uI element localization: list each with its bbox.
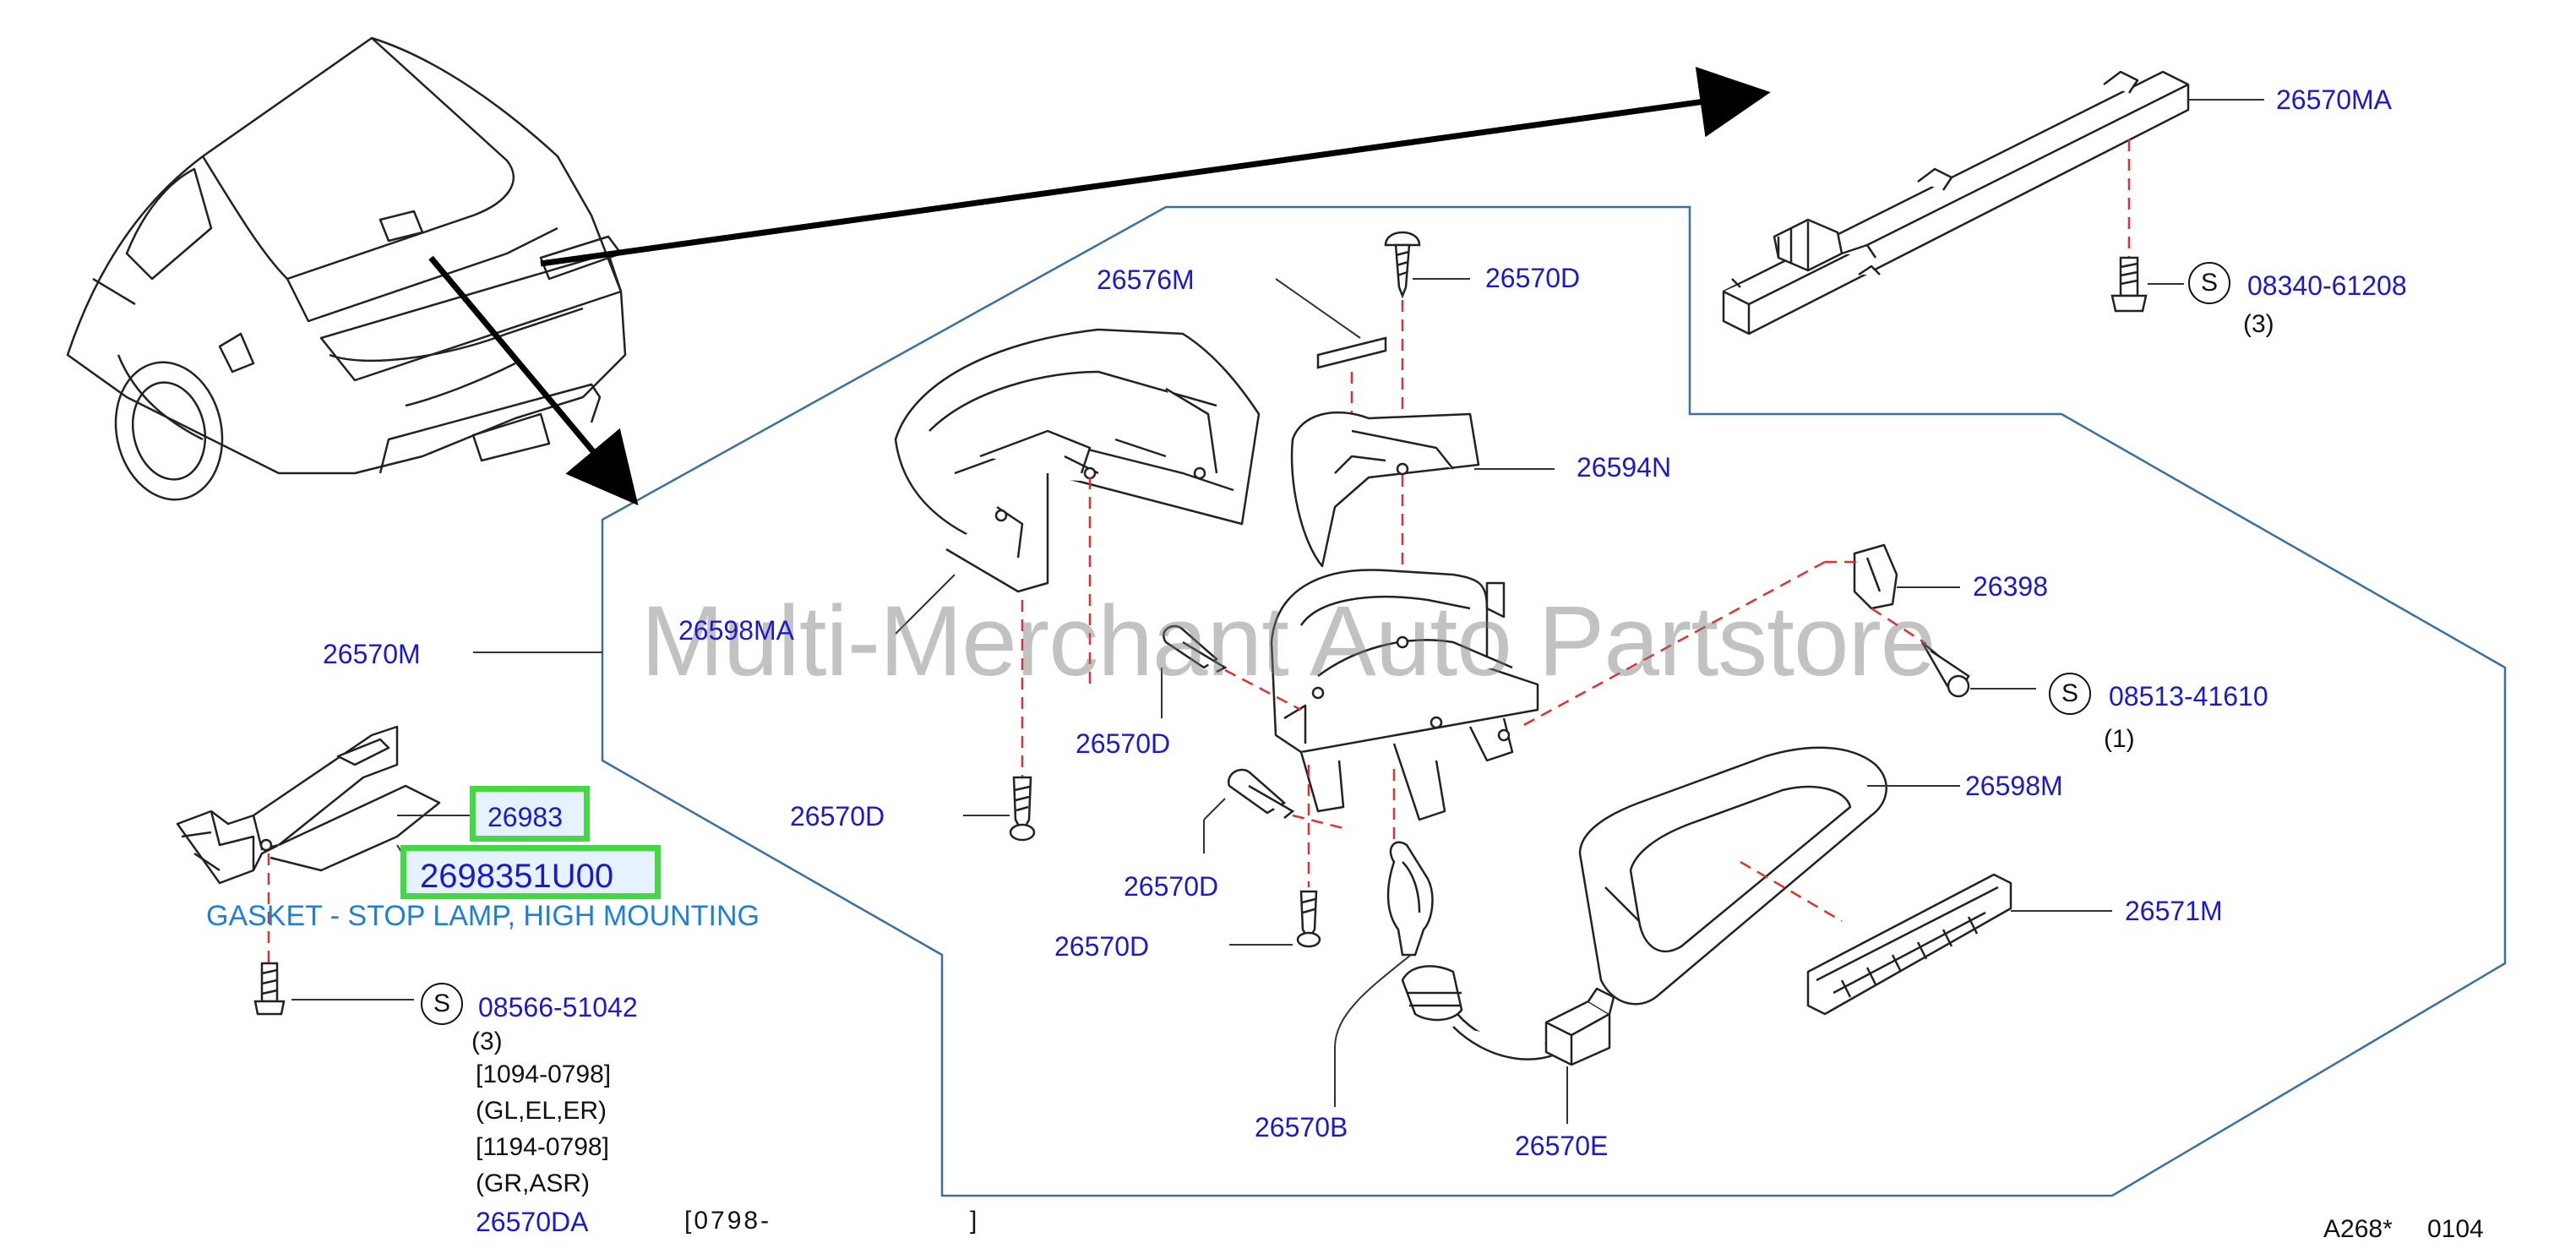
bolt-08566-51042 bbox=[253, 962, 286, 1016]
lens-26571M bbox=[1806, 873, 2012, 1016]
note-range-open: [0798- bbox=[684, 1207, 772, 1235]
screw-08340-61208 bbox=[2110, 256, 2148, 313]
diagram-date: 0104 bbox=[2427, 1215, 2484, 1243]
gasket-bracket bbox=[176, 725, 441, 885]
screw-26570D-low bbox=[1227, 768, 1295, 819]
highlight-26983[interactable]: 26983 bbox=[470, 786, 590, 842]
label-26598M[interactable]: 26598M bbox=[1965, 771, 2063, 801]
label-26570DA[interactable]: 26570DA bbox=[476, 1207, 589, 1237]
label-26576M[interactable]: 26576M bbox=[1097, 264, 1195, 295]
label-08566-51042[interactable]: 08566-51042 bbox=[478, 992, 638, 1022]
s-badge-08566: S bbox=[421, 983, 463, 1025]
watermark: Multi-Merchant Auto Partstore bbox=[640, 586, 1936, 697]
label-26570M[interactable]: 26570M bbox=[323, 639, 421, 669]
label-26398[interactable]: 26398 bbox=[1973, 571, 2048, 602]
highlight-description: GASKET - STOP LAMP, HIGH MOUNTING bbox=[206, 900, 760, 932]
pad-26576M bbox=[1316, 336, 1387, 369]
label-2698351U00[interactable]: 2698351U00 bbox=[420, 858, 614, 895]
label-26570D-top[interactable]: 26570D bbox=[1485, 263, 1581, 293]
arrow-to-assembly bbox=[428, 255, 639, 506]
note-range-close: ] bbox=[970, 1207, 978, 1235]
dash-26570D-mid bbox=[1224, 668, 1302, 712]
label-26570MA[interactable]: 26570MA bbox=[2276, 85, 2392, 115]
bulb bbox=[1386, 841, 1434, 957]
label-26570D-bottom[interactable]: 26570D bbox=[1054, 931, 1150, 962]
screw-26570D-bottom bbox=[1296, 890, 1321, 948]
s-badge-08513: S bbox=[2049, 673, 2091, 715]
label-26570D-low[interactable]: 26570D bbox=[1124, 871, 1219, 902]
dash-26598M bbox=[1740, 860, 1843, 923]
highlight-2698351U00[interactable]: 2698351U00 bbox=[400, 845, 661, 899]
label-26570E[interactable]: 26570E bbox=[1515, 1131, 1609, 1161]
s-badge-08340: S bbox=[2188, 262, 2230, 304]
socket-harness bbox=[1401, 965, 1615, 1066]
dash-08513 bbox=[1871, 607, 1927, 646]
qty-08340: (3) bbox=[2243, 310, 2274, 338]
qty-08566: (3) bbox=[471, 1028, 503, 1055]
label-08513-41610[interactable]: 08513-41610 bbox=[2109, 681, 2268, 712]
note-1094-0798: [1094-0798] bbox=[476, 1060, 612, 1088]
diagram-code: A268* bbox=[2323, 1215, 2393, 1243]
dash-26398 bbox=[1520, 560, 1859, 728]
screw-08513-41610 bbox=[1920, 641, 1970, 698]
label-26571M[interactable]: 26571M bbox=[2125, 896, 2223, 926]
label-26570D-left[interactable]: 26570D bbox=[790, 801, 885, 831]
leader-26576M bbox=[1275, 278, 1361, 339]
car-illustration bbox=[66, 36, 627, 501]
label-26598MA[interactable]: 26598MA bbox=[678, 615, 794, 646]
note-gr-asr: (GR,ASR) bbox=[476, 1169, 590, 1197]
label-26594N[interactable]: 26594N bbox=[1577, 452, 1672, 483]
arrow-to-bar bbox=[540, 67, 1771, 267]
note-gl-el-er: (GL,EL,ER) bbox=[476, 1097, 607, 1125]
label-26570D-mid[interactable]: 26570D bbox=[1076, 728, 1171, 759]
screw-26570D-mid bbox=[1163, 624, 1228, 673]
clip-26398 bbox=[1853, 543, 1898, 610]
qty-08513: (1) bbox=[2104, 725, 2135, 753]
lamp-bar-26570MA bbox=[1722, 70, 2190, 335]
note-1194-0798: [1194-0798] bbox=[476, 1133, 609, 1161]
housing-26598MA bbox=[894, 328, 1261, 593]
leader-26570B bbox=[1334, 954, 1412, 1107]
main-bracket bbox=[1270, 569, 1539, 821]
bracket-26594N bbox=[1290, 411, 1480, 568]
screw-26570D-left bbox=[1009, 776, 1036, 842]
lens-26598M bbox=[1578, 746, 1887, 1006]
leader-26570D-low-b bbox=[1203, 798, 1226, 821]
leader-26598MA bbox=[895, 574, 956, 635]
dash-26570D-low bbox=[1292, 814, 1344, 830]
label-26570B[interactable]: 26570B bbox=[1255, 1112, 1348, 1142]
screw-26570D-top bbox=[1384, 231, 1421, 299]
assembly-boundary bbox=[601, 205, 2507, 1197]
label-26983[interactable]: 26983 bbox=[487, 802, 563, 832]
label-08340-61208[interactable]: 08340-61208 bbox=[2247, 270, 2407, 301]
